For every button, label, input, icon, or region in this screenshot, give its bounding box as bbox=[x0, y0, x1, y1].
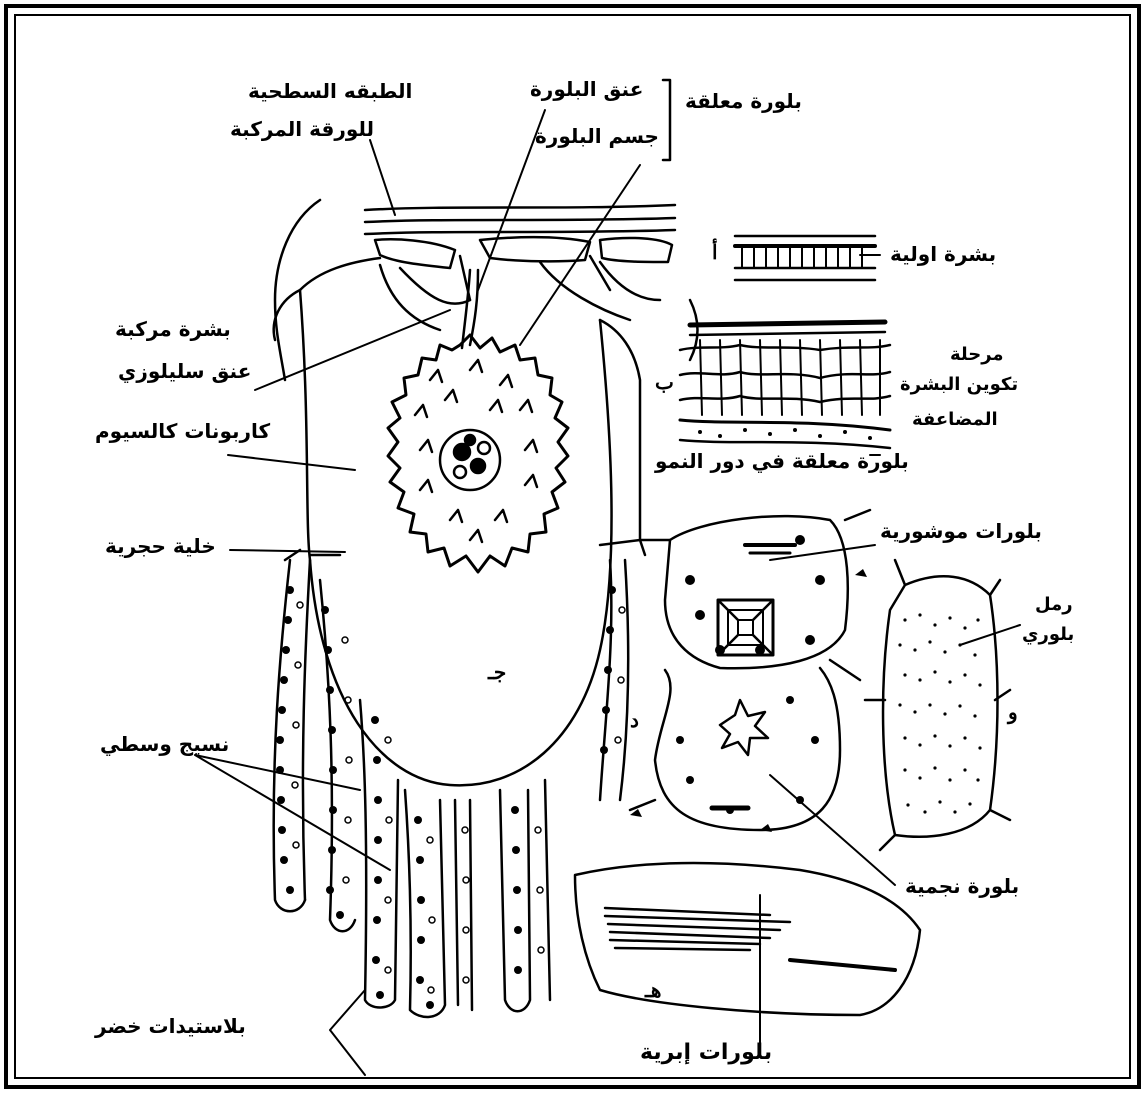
letter-h: هـ bbox=[645, 978, 661, 1002]
multiple-epidermis-label-2: تكوين البشرة bbox=[900, 375, 1018, 396]
crystal-body-label: جسم البلورة bbox=[535, 125, 659, 148]
multiple-epidermis-label-3: المضاعفة bbox=[912, 410, 998, 431]
letter-j: جـ bbox=[488, 660, 506, 684]
prismatic-druse-figure bbox=[630, 510, 870, 832]
surface-layer-label-2: للورقة المركبة bbox=[230, 118, 374, 141]
chloroplasts-label: بلاستيدات خضر bbox=[95, 1015, 246, 1038]
suspended-crystal-label: بلورة معلقة bbox=[685, 90, 802, 113]
raphides-figure bbox=[575, 863, 920, 1015]
primary-epidermis-figure bbox=[735, 236, 875, 280]
letter-a: أ bbox=[712, 240, 718, 264]
calcium-carbonate-label: كاربونات كالسيوم bbox=[95, 420, 270, 443]
multiple-epidermis-figure bbox=[680, 300, 890, 448]
letter-w: و bbox=[1008, 700, 1018, 724]
primary-epidermis-label: بشرة اولية bbox=[890, 243, 996, 266]
mesophyll-label: نسيج وسطي bbox=[100, 733, 229, 756]
surface-layer bbox=[300, 205, 675, 330]
crystal-sand-label-1: رمل bbox=[1035, 595, 1073, 616]
prismatic-crystals-label: بلورات موشورية bbox=[880, 520, 1042, 543]
stone-cell-label: خلية حجرية bbox=[105, 535, 216, 558]
developing-crystal-label: بلورة معلقة في دور النمو bbox=[655, 450, 909, 473]
crystal-neck-label: عنق البلورة bbox=[530, 78, 643, 101]
crystal-sand-figure bbox=[865, 560, 1010, 850]
letter-b: ب bbox=[655, 370, 674, 394]
crystal-sand-label-2: بلوري bbox=[1022, 625, 1074, 646]
letter-d: د bbox=[630, 708, 639, 732]
multiple-epidermis-label-1: مرحلة bbox=[950, 345, 1004, 366]
raphides-label: بلورات إبرية bbox=[640, 1040, 772, 1065]
leader-lines bbox=[195, 80, 1020, 1075]
druse-label: بلورة نجمية bbox=[905, 875, 1019, 898]
surface-layer-label-1: الطبقه السطحية bbox=[248, 80, 412, 103]
cellulose-neck-label: عنق سليلوزي bbox=[118, 360, 251, 383]
mesophyll bbox=[274, 560, 629, 1017]
compound-epidermis-label: بشرة مركبة bbox=[115, 318, 231, 341]
